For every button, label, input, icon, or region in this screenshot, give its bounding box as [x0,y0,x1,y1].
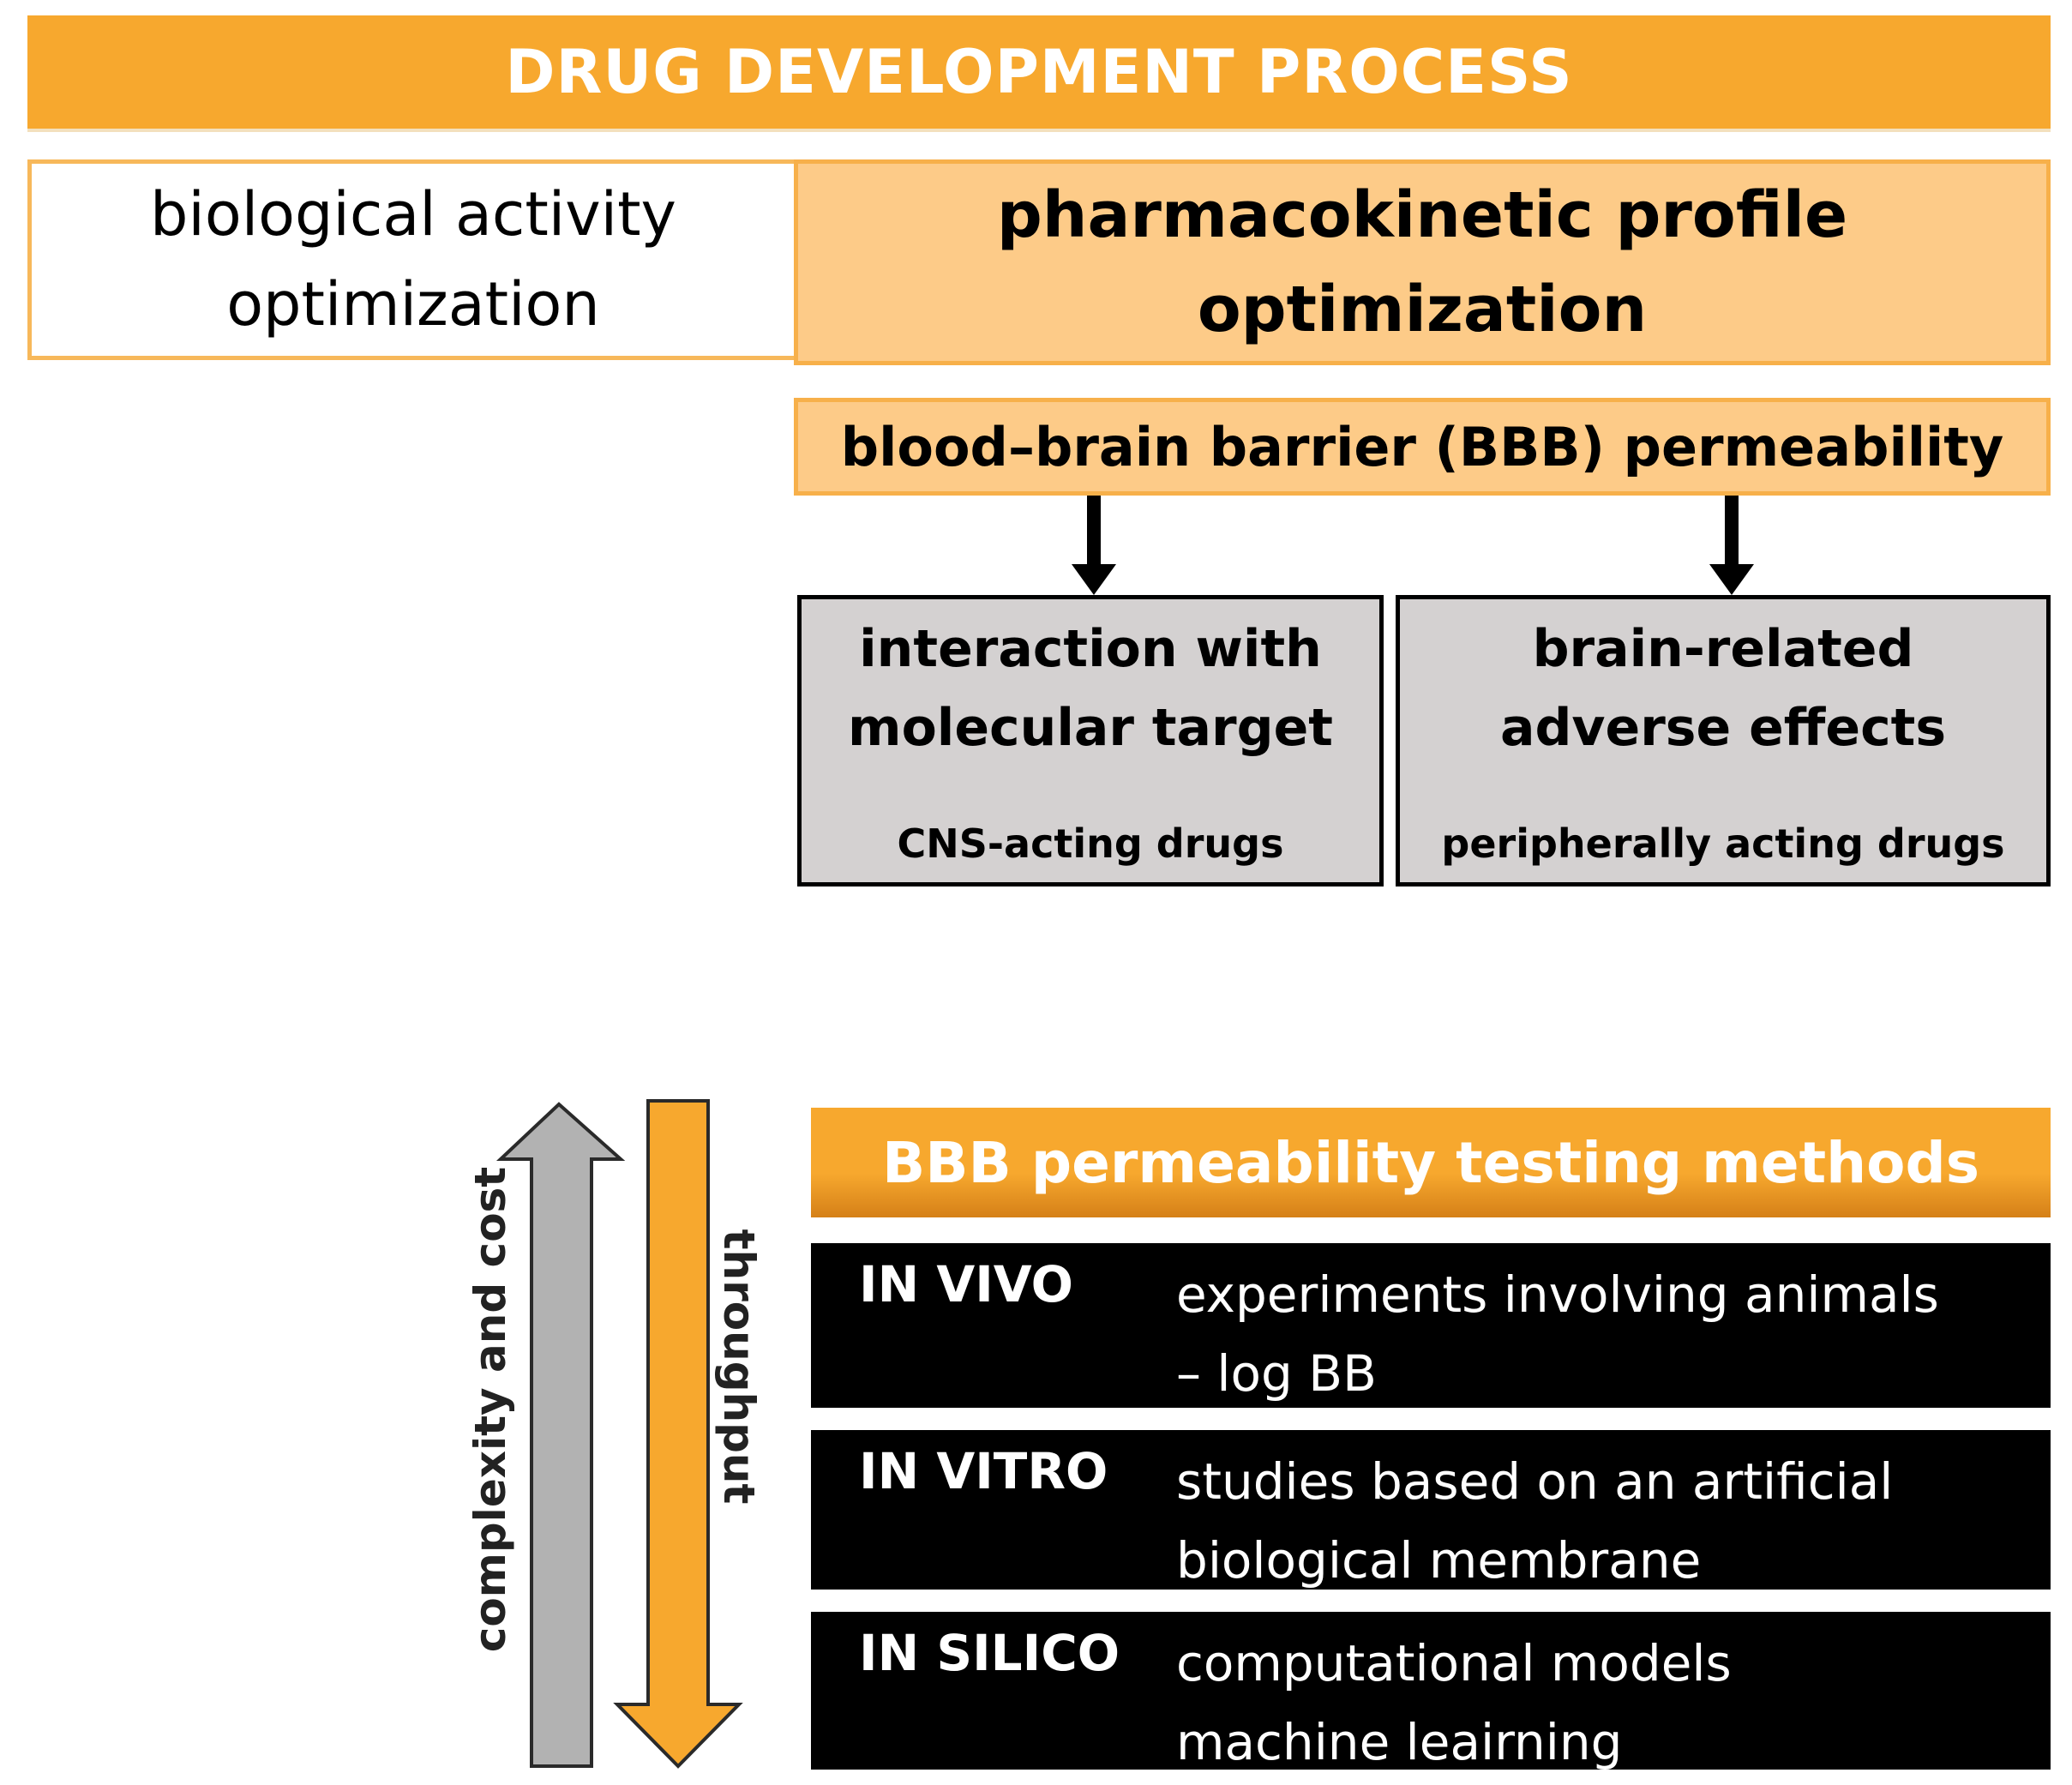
target-subtitle: CNS-acting drugs [897,820,1284,867]
arrow-to-target [1072,496,1116,595]
complexity-up-arrow [495,1102,626,1768]
target-line-1: interaction with [859,619,1322,679]
adverse-line-2: adverse effects [1499,698,1947,758]
biological-activity-optimization-box: biological activity optimization [27,159,799,360]
methods-title: BBB permeability testing methods [881,1129,1980,1196]
drug-development-process-banner: DRUG DEVELOPMENT PROCESS [27,15,2051,132]
adverse-subtitle: peripherally acting drugs [1441,820,2005,867]
method-row-in-silico: IN SILICO computational models machine l… [811,1612,2051,1771]
bbb-permeability-box: blood–brain barrier (BBB) permeability [794,398,2051,496]
bio-line-2: optimization [226,269,600,340]
adverse-line-1: brain-related [1532,619,1914,679]
methods-header: BBB permeability testing methods [811,1108,2051,1217]
bbb-label: blood–brain barrier (BBB) permeability [840,415,2004,478]
molecular-target-box: interaction with molecular target CNS-ac… [797,595,1384,886]
throughput-label: throughput [714,1229,764,1505]
pk-line-1: pharmacokinetic profile [996,178,1848,252]
arrow-to-adverse [1709,496,1754,595]
method-description: computational models machine leairning [1176,1634,1732,1771]
throughput-down-arrow [613,1099,743,1769]
method-description: studies based on an artificial biologica… [1176,1452,1894,1590]
method-name: IN SILICO [859,1624,1120,1682]
complexity-and-cost-label: complexity and cost [465,1166,515,1653]
method-row-in-vivo: IN VIVO experiments involving animals – … [811,1243,2051,1408]
pk-line-2: optimization [1197,273,1648,346]
target-line-2: molecular target [848,698,1333,758]
method-description: experiments involving animals – log BB [1176,1265,1939,1403]
bio-line-1: biological activity [150,179,676,249]
adverse-effects-box: brain-related adverse effects peripheral… [1396,595,2051,886]
method-row-in-vitro: IN VITRO studies based on an artificial … [811,1430,2051,1590]
pharmacokinetic-profile-optimization-box: pharmacokinetic profile optimization [794,159,2051,365]
banner-title: DRUG DEVELOPMENT PROCESS [505,37,1573,107]
method-name: IN VITRO [859,1442,1108,1500]
method-name: IN VIVO [859,1255,1073,1313]
